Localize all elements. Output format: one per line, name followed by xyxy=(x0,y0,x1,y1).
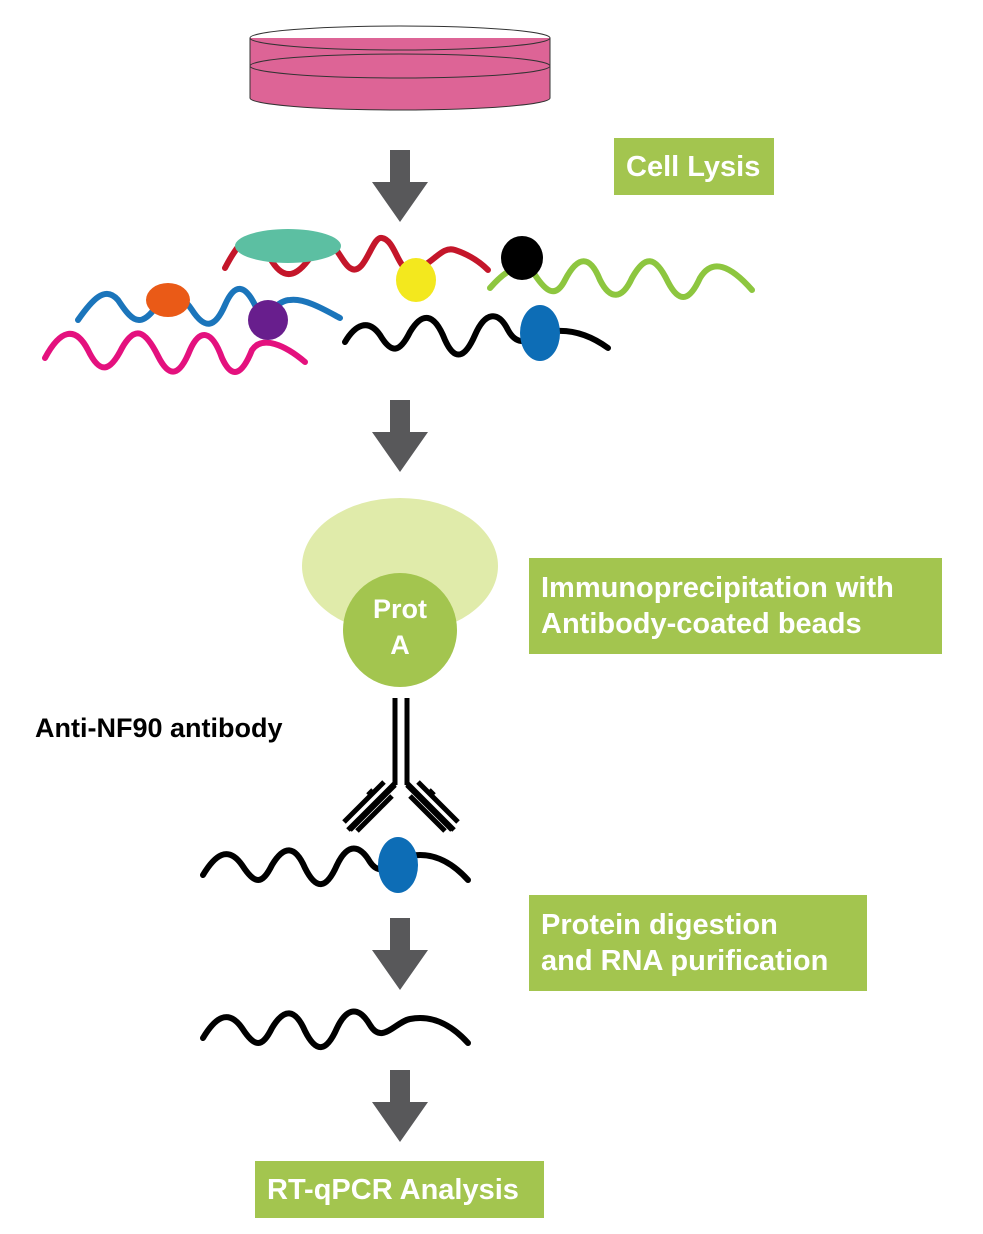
antibody-icon xyxy=(342,698,460,833)
down-arrow-icon xyxy=(372,400,428,472)
protein-blob-icon xyxy=(378,837,418,893)
step-immunoprecipitation: Immunoprecipitation with Antibody-coated… xyxy=(529,558,942,654)
culture-dish-icon xyxy=(249,25,551,111)
protein-blob-icon xyxy=(146,229,560,361)
step-protein-digestion-line2: and RNA purification xyxy=(541,945,829,977)
protein-a-icon xyxy=(343,573,457,687)
rna-strand-icon xyxy=(42,235,755,375)
down-arrow-icon xyxy=(372,1070,428,1142)
prot-a-label-line2: A xyxy=(390,630,410,660)
step-protein-digestion-line1: Protein digestion xyxy=(541,909,778,941)
step-cell-lysis-text: Cell Lysis xyxy=(626,150,761,183)
step-cell-lysis: Cell Lysis xyxy=(614,138,774,195)
step-rtqpcr-text: RT-qPCR Analysis xyxy=(267,1173,519,1206)
step-rtqpcr: RT-qPCR Analysis xyxy=(255,1161,544,1218)
step-protein-digestion: Protein digestion and RNA purification xyxy=(529,895,867,991)
antibody-label: Anti-NF90 antibody xyxy=(35,713,283,743)
down-arrow-icon xyxy=(372,150,428,222)
step-immunoprecipitation-line1: Immunoprecipitation with xyxy=(541,572,894,604)
rna-strand-icon xyxy=(200,1008,471,1051)
step-immunoprecipitation-line2: Antibody-coated beads xyxy=(541,608,862,640)
bead-icon xyxy=(302,498,498,634)
down-arrow-icon xyxy=(372,918,428,990)
rna-strand-icon xyxy=(200,845,471,888)
prot-a-label-line1: Prot xyxy=(373,594,427,624)
